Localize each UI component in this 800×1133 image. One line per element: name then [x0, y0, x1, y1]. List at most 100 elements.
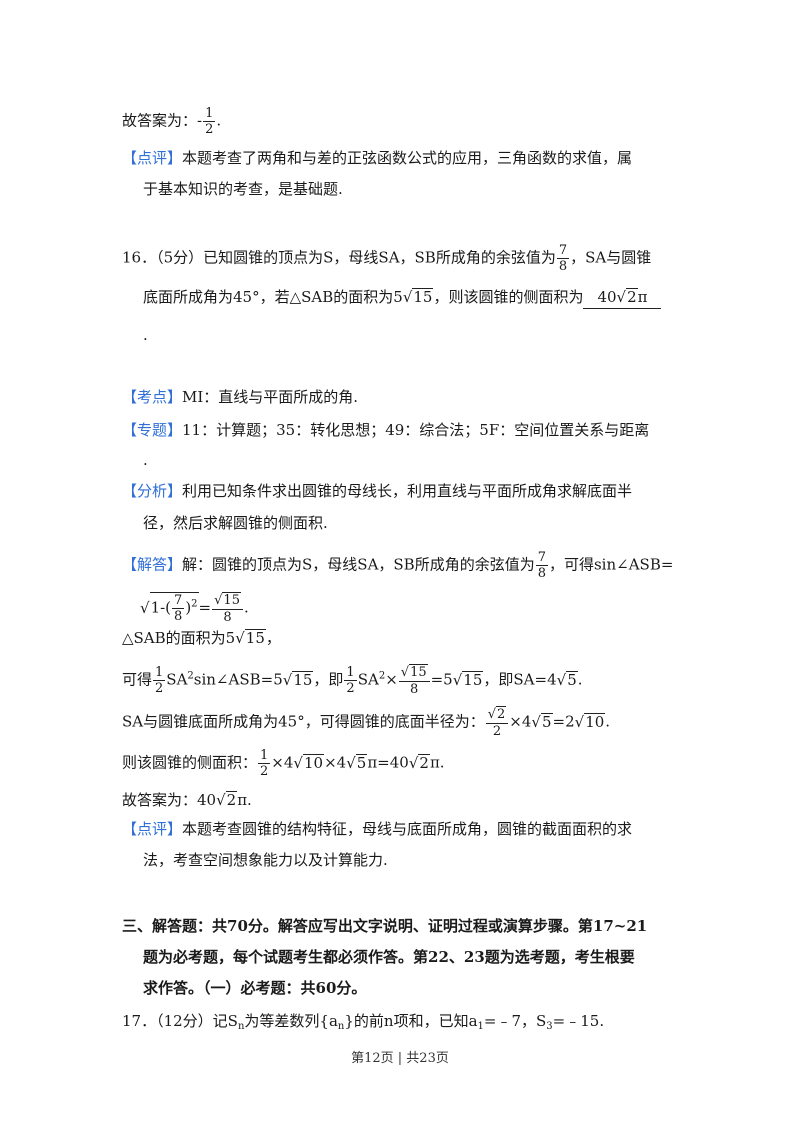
blank-answer-pi: π	[637, 288, 648, 306]
sqrt-sign	[409, 754, 419, 772]
math-fraction: 158	[398, 664, 430, 697]
review-tag: 【点评】	[122, 149, 183, 167]
fraction-numerator: 7	[556, 243, 570, 259]
subscript: 3	[546, 1021, 553, 1032]
superscript: 2	[187, 670, 194, 682]
blank-answer: 40	[597, 288, 617, 306]
fraction-numerator: 1	[203, 106, 216, 122]
dianping-line-2: 法，考查空间想象能力以及计算能力.	[143, 849, 388, 871]
fraction-denominator: 2	[205, 122, 214, 137]
fraction-numerator: 1	[153, 665, 166, 681]
stem-text: =﹣7，S	[483, 1012, 547, 1030]
section-heading-line-1: 三、解答题：共70分。解答应写出文字说明、证明过程或演算步骤。第17~21	[122, 915, 647, 937]
zhuanti-end: .	[143, 451, 148, 469]
stem-text: 为等差数列{a	[244, 1012, 338, 1030]
fraction-numerator: 15	[212, 592, 243, 610]
dianping-text: 本题考查圆锥的结构特征，母线与底面所成角，圆锥的截面面积的求	[182, 820, 633, 838]
math-text: .	[577, 670, 583, 689]
sqrt-sign	[140, 599, 150, 617]
sqrt-sign	[293, 754, 303, 772]
math-text: .	[605, 712, 611, 731]
jieda-text: 故答案为：40	[122, 791, 217, 809]
math-text: 1-(	[150, 598, 172, 617]
dianping-tag: 【点评】	[122, 820, 183, 838]
fraction-denominator: 2	[260, 764, 269, 779]
jieda-text: 解：圆锥的顶点为S，母线SA，SB所成角的余弦值为	[182, 555, 535, 574]
math-text: π.	[237, 791, 252, 809]
stem-text: （5分）已知圆锥的顶点为S，母线SA，SB所成角的余弦值为	[156, 248, 556, 267]
fraction-numerator: 1	[344, 665, 357, 681]
sqrt-sign	[403, 288, 413, 306]
fraction-numerator: 15	[398, 664, 430, 682]
answer-suffix: .	[216, 111, 222, 130]
math-text: ×4	[324, 753, 347, 772]
radicand: 15	[409, 664, 428, 680]
fraction-numerator: 2	[485, 706, 509, 724]
review-text-cont: 于基本知识的考查，是基础题.	[143, 180, 343, 198]
math-text: SA	[166, 670, 188, 689]
question-number: 17．	[122, 1012, 157, 1030]
section-heading-line-3: 求作答。（一）必考题：共60分。	[143, 977, 366, 999]
zhuanti-line: 【专题】11：计算题；35：转化思想；49：综合法；5F：空间位置关系与距离	[122, 419, 649, 441]
fenxi-line-2: 径，然后求解圆锥的侧面积.	[143, 512, 328, 534]
jieda-line-6: 则该圆锥的侧面积：12×410×45π=402π.	[122, 748, 445, 779]
math-text: π=40	[367, 753, 409, 772]
stem-text: .	[143, 326, 148, 344]
stem-text: 底面所成角为45°，若△SAB的面积为5	[143, 288, 403, 306]
math-text: ×4	[509, 712, 532, 731]
question-number: 16．	[122, 248, 157, 267]
sqrt-sign	[401, 665, 409, 680]
sqrt-sign	[453, 671, 463, 689]
section-heading-line-2: 题为必考题，每个试题考生都必须作答。第22、23题为选考题，考生根要	[143, 946, 635, 968]
fraction-denominator: 2	[492, 724, 502, 739]
math-fraction: 22	[485, 706, 509, 739]
radicand: 15	[244, 629, 266, 647]
radicand: 2	[496, 706, 507, 722]
section-heading-text: 三、解答题：共70分。解答应写出文字说明、证明过程或演算步骤。第17~21	[122, 917, 648, 935]
answer-prefix: 故答案为：	[122, 111, 198, 130]
subscript: n	[237, 1021, 245, 1032]
sqrt-sign	[617, 288, 627, 306]
jieda-tag: 【解答】	[122, 555, 183, 574]
radicand: 2	[626, 288, 638, 306]
section-heading-text: 题为必考题，每个试题考生都必须作答。第22、23题为选考题，考生根要	[143, 948, 635, 966]
radicand: 15	[292, 670, 314, 689]
review-text: 本题考查了两角和与差的正弦函数公式的应用，三角函数的求值，属	[182, 149, 633, 167]
fraction-denominator: 8	[537, 566, 546, 581]
math-text: .	[243, 598, 249, 617]
sqrt-sign	[531, 713, 541, 731]
math-text: π.	[429, 753, 445, 772]
math-text: =	[198, 598, 212, 617]
fraction-denominator: 8	[223, 610, 232, 625]
review-line-1: 【点评】本题考查了两角和与差的正弦函数公式的应用，三角函数的求值，属	[122, 147, 632, 169]
jieda-line-5: SA与圆锥底面所成角为45°，可得圆锥的底面半径为：22×45=210.	[122, 706, 610, 739]
answer-blank: 40 2π	[583, 286, 662, 309]
radicand: 10	[584, 712, 606, 731]
sqrt-sign	[575, 713, 585, 731]
sqrt-sign	[488, 707, 496, 722]
fenxi-line-1: 【分析】利用已知条件求出圆锥的母线长，利用直线与平面所成角求解底面半	[122, 480, 632, 502]
q17-stem-line: 17．（12分）记Sn为等差数列{an}的前n项和，已知a1=﹣7，S3=﹣15…	[122, 1010, 604, 1038]
page-number: 第12页 | 共23页	[351, 1051, 449, 1066]
page-footer: 第12页 | 共23页	[0, 1047, 800, 1066]
jieda-text: SA与圆锥底面所成角为45°，可得圆锥的底面半径为：	[122, 712, 485, 731]
jieda-line-4: 可得12SA2sin∠ASB=515，即12SA2×158=515，即SA=45…	[122, 664, 583, 697]
stem-text: ，SA与圆锥	[570, 248, 652, 267]
subscript: n	[337, 1021, 345, 1032]
subscript: 1	[477, 1021, 484, 1032]
sqrt-sign	[216, 791, 226, 809]
fraction-numerator: 7	[535, 550, 548, 566]
radicand: 5	[566, 670, 578, 689]
jieda-text: 可得	[122, 670, 153, 689]
jieda-line-7: 故答案为：402π.	[122, 789, 252, 811]
sqrt-sign	[346, 754, 356, 772]
zhuanti-line-2: .	[143, 449, 148, 471]
jieda-line-3: △SAB的面积为515，	[122, 627, 281, 649]
fraction-numerator: 7	[172, 593, 185, 609]
superscript: 2	[191, 598, 198, 610]
jieda-text: ，	[265, 629, 281, 647]
